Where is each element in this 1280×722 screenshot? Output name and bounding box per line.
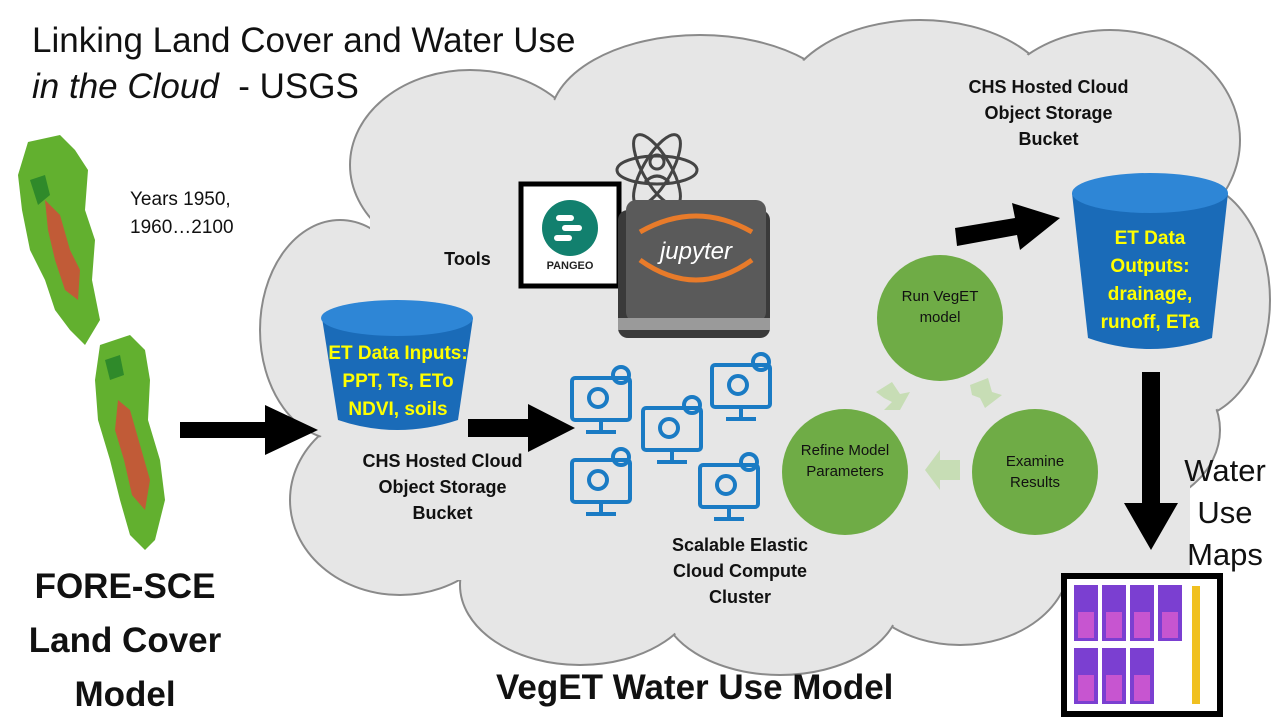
- tools-label: Tools: [444, 249, 491, 269]
- page-title: Linking Land Cover and Water Use in the …: [32, 18, 575, 110]
- input-bucket-caption: CHS Hosted Cloud Object Storage Bucket: [362, 451, 523, 523]
- arrow-right-icon: [180, 405, 318, 455]
- pangeo-text: PANGEO: [546, 260, 594, 272]
- input-line-1: ET Data Inputs:: [328, 343, 468, 364]
- computer-gear-icon: [570, 447, 632, 516]
- title-line-1: Linking Land Cover and Water Use: [32, 21, 576, 60]
- output-line-3: drainage,: [1107, 284, 1193, 305]
- veget-title: VegET Water Use Model: [496, 668, 894, 707]
- title-suffix: - USGS: [218, 67, 359, 106]
- computer-gear-icon: [641, 395, 703, 464]
- cluster-label: Scalable Elastic Cloud Compute Cluster: [671, 535, 809, 607]
- output-line-4: runoff, ETa: [1100, 312, 1200, 333]
- years-label: Years 1950, 1960…2100: [130, 189, 234, 238]
- water-use-maps-label: Water Use Maps: [1184, 453, 1266, 572]
- arrow-right-icon: [468, 404, 575, 452]
- water-use-maps-image: [1061, 573, 1223, 717]
- title-italic: in the Cloud: [32, 67, 219, 106]
- output-line-1: ET Data: [1114, 228, 1186, 249]
- output-bucket-content: ET Data Outputs: drainage, runoff, ETa: [1088, 225, 1212, 337]
- input-line-2: PPT, Ts, ETo: [342, 371, 454, 392]
- jupyter-book-icon: [618, 200, 770, 338]
- bucket-icon: [1072, 173, 1228, 349]
- arrow-right-icon: [955, 203, 1060, 250]
- output-bucket-caption: CHS Hosted Cloud Object Storage Bucket: [968, 77, 1129, 149]
- title-line-2: in the Cloud - USGS: [32, 64, 575, 110]
- land-cover-map-1: [18, 135, 100, 345]
- examine-results-circle: [972, 409, 1098, 535]
- refine-parameters-circle: [782, 409, 908, 535]
- computer-gear-icon: [710, 352, 772, 421]
- land-cover-map-2: [95, 335, 165, 550]
- bucket-icon: [321, 300, 473, 430]
- input-line-3: NDVI, soils: [348, 399, 448, 420]
- input-bucket-content: ET Data Inputs: PPT, Ts, ETo NDVI, soils: [328, 340, 468, 424]
- computer-gear-icon: [698, 452, 760, 521]
- run-model-label: Run VegET model: [901, 288, 979, 326]
- pangeo-logo: [518, 181, 622, 289]
- output-line-2: Outputs:: [1110, 256, 1190, 277]
- fore-sce-label: FORE-SCE Land Cover Model: [28, 567, 222, 714]
- run-model-circle: [877, 255, 1003, 381]
- computer-gear-icon: [570, 365, 632, 434]
- jupyter-text: jupyter: [659, 238, 733, 265]
- examine-results-label: Examine Results: [1005, 453, 1065, 491]
- refine-parameters-label: Refine Model Parameters: [800, 442, 890, 480]
- cycle-arrows: [876, 378, 1002, 490]
- arrow-down-icon: [1124, 372, 1178, 550]
